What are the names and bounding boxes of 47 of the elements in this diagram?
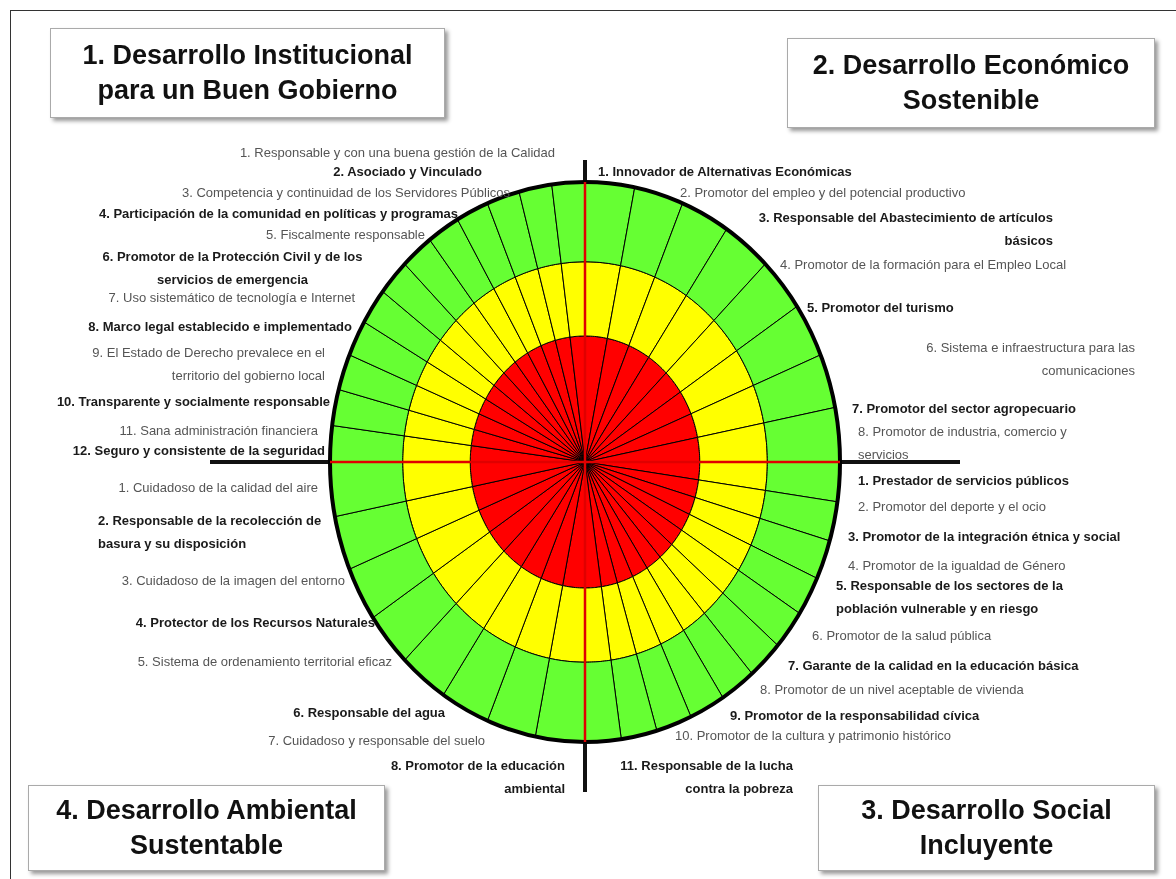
indicator-label: 1. Responsable y con una buena gestión de la Calidad — [239, 144, 555, 162]
indicator-label: 7. Promotor del sector agropecuario — [852, 400, 1076, 418]
title-box — [818, 785, 1155, 871]
indicator-label: 8. Promotor de un nivel aceptable de vivienda — [760, 681, 1024, 699]
indicator-label: 6. Promotor de la salud pública — [812, 627, 992, 645]
indicator-label: 5. Responsable de los sectores de la población vulnerable y en riesgo — [836, 577, 1064, 618]
indicator-label: 2. Promotor del empleo y del potencial productivo — [680, 184, 966, 202]
indicator-label: 4. Promotor de la igualdad de Género — [848, 557, 1066, 575]
indicator-label: 3. Promotor de la integración étnica y social — [848, 528, 1121, 546]
indicator-label: 4. Participación de la comunidad en políticas y programas — [98, 205, 458, 223]
indicator-label: 1. Prestador de servicios públicos — [858, 472, 1069, 490]
indicator-label: 8. Promotor de la educación ambiental — [389, 757, 565, 798]
indicator-label: 5. Promotor del turismo — [807, 299, 954, 317]
indicator-label: 8. Promotor de industria, comercio y servicios — [858, 423, 1068, 464]
indicator-label: 3. Responsable del Abastecimiento de artículos básicos — [757, 209, 1053, 250]
indicator-label: 5. Sistema de ordenamiento territorial eficaz — [137, 653, 392, 671]
indicator-label: 3. Competencia y continuidad de los Servidores Públicos — [181, 184, 510, 202]
indicator-label: 7. Garante de la calidad en la educación básica — [788, 657, 1079, 675]
title-box — [787, 38, 1155, 128]
indicator-label: 5. Fiscalmente responsable — [266, 226, 425, 244]
indicator-label: 10. Transparente y socialmente responsable — [56, 393, 330, 411]
indicator-label: 10. Promotor de la cultura y patrimonio histórico — [675, 727, 951, 745]
indicator-label: 11. Sana administración financiera — [119, 422, 318, 440]
indicator-label: 4. Promotor de la formación para el Empleo Local — [780, 256, 1067, 274]
indicator-label: 2. Promotor del deporte y el ocio — [858, 498, 1046, 516]
title-text: 3. Desarrollo Social Incluyente — [860, 793, 1113, 862]
title-box — [28, 785, 385, 871]
indicator-label: 8. Marco legal establecido e implementado — [88, 318, 352, 336]
title-text: 4. Desarrollo Ambiental Sustentable — [55, 793, 358, 862]
indicator-label: 9. Promotor de la responsabilidad cívica — [730, 707, 980, 725]
indicator-label: 1. Cuidadoso de la calidad del aire — [118, 479, 318, 497]
indicator-label: 6. Promotor de la Protección Civil y de los servicios de emergencia — [101, 248, 364, 289]
indicator-label: 1. Innovador de Alternativas Económicas — [598, 163, 852, 181]
indicator-label: 2. Asociado y Vinculado — [333, 163, 482, 181]
indicator-label: 3. Cuidadoso de la imagen del entorno — [121, 572, 345, 590]
title-text: 2. Desarrollo Económico Sostenible — [811, 48, 1131, 117]
title-box — [50, 28, 445, 118]
indicator-label: 6. Responsable del agua — [293, 704, 445, 722]
indicator-label: 4. Protector de los Recursos Naturales — [135, 614, 375, 632]
indicator-label: 7. Uso sistemático de tecnología e Internet — [108, 289, 355, 307]
indicator-label: 6. Sistema e infraestructura para las comunicaciones — [925, 339, 1135, 380]
indicator-label: 12. Seguro y consistente de la seguridad — [72, 442, 325, 460]
title-text: 1. Desarrollo Institucional para un Buen Gobierno — [81, 38, 414, 107]
indicator-label: 9. El Estado de Derecho prevalece en el territorio del gobierno local — [91, 344, 325, 385]
indicator-label: 11. Responsable de la lucha contra la pobreza — [619, 757, 793, 798]
indicator-label: 2. Responsable de la recolección de basura y su disposición — [98, 512, 323, 553]
indicator-label: 7. Cuidadoso y responsable del suelo — [268, 732, 485, 750]
